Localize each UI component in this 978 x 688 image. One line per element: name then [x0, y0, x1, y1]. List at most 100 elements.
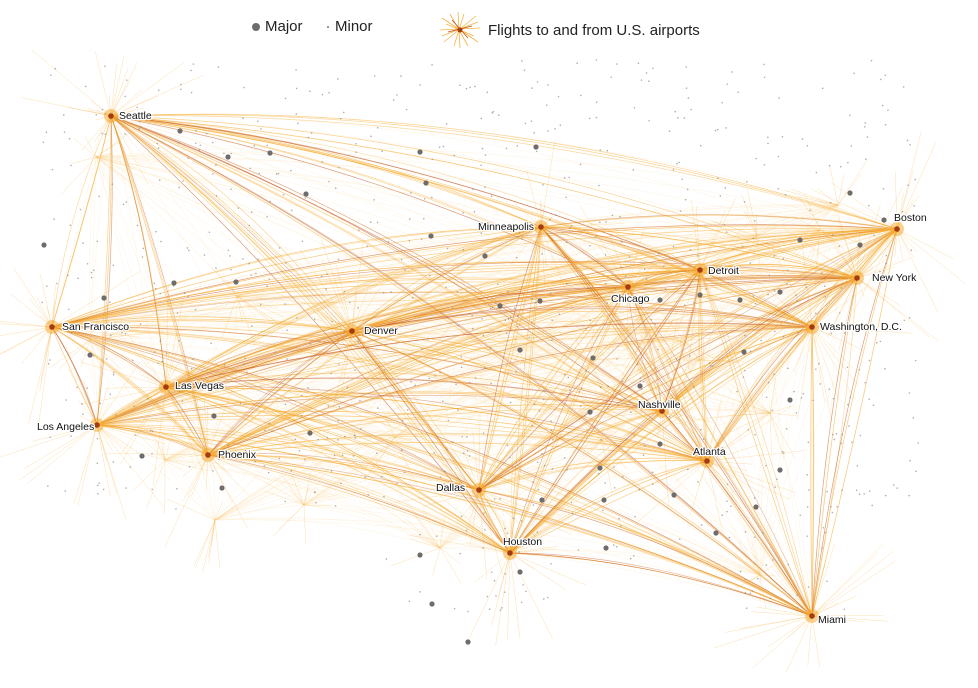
minor-airport — [357, 306, 360, 309]
minor-airport — [505, 147, 508, 150]
flight-route — [89, 339, 98, 426]
minor-airport — [645, 72, 648, 74]
flight-route — [509, 460, 708, 554]
minor-airport — [355, 151, 358, 153]
minor-airport — [445, 286, 447, 289]
flight-spoke — [679, 318, 703, 342]
minor-airport — [601, 509, 604, 511]
flight-route — [110, 115, 353, 332]
flight-route — [95, 156, 771, 414]
minor-airport — [396, 482, 399, 484]
flight-route — [89, 339, 480, 491]
minor-airport — [298, 449, 301, 452]
flight-route — [811, 277, 858, 617]
minor-airport — [654, 323, 657, 326]
flight-route — [439, 269, 701, 549]
flight-spoke — [856, 186, 903, 279]
flight-route — [95, 156, 681, 342]
flight-route — [164, 459, 761, 576]
flight-route — [649, 329, 813, 617]
flight-route — [351, 286, 629, 332]
minor-airport — [754, 302, 757, 305]
flight-route — [394, 326, 813, 438]
flight-route — [207, 359, 591, 456]
flight-route — [540, 221, 821, 231]
minor-airport — [639, 377, 642, 379]
flight-route — [509, 359, 701, 554]
minor-airport — [652, 67, 654, 70]
flight-route — [627, 286, 813, 617]
minor-airport — [868, 398, 870, 400]
hub-airport — [349, 328, 355, 334]
flight-route — [164, 204, 839, 461]
minor-airport — [377, 407, 379, 409]
flight-spoke — [649, 317, 680, 331]
minor-airport — [749, 262, 752, 264]
flight-spoke — [478, 489, 529, 554]
flight-spoke — [811, 326, 864, 351]
minor-airport — [183, 292, 186, 294]
minor-airport — [112, 264, 115, 267]
flight-spoke — [89, 339, 121, 369]
minor-airport — [180, 88, 182, 91]
minor-airport — [342, 111, 345, 114]
flight-spoke — [856, 277, 939, 342]
major-airport — [428, 233, 434, 239]
flight-route — [236, 291, 651, 331]
flight-route — [207, 454, 511, 554]
flight-spoke — [489, 349, 521, 355]
flight-spoke — [51, 284, 56, 328]
flight-spoke — [769, 378, 777, 414]
flight-route — [214, 518, 441, 549]
minor-airport — [849, 114, 851, 117]
flight-spoke — [737, 555, 761, 576]
minor-airport — [549, 292, 552, 294]
flight-spoke — [478, 489, 510, 534]
flight-spoke — [613, 392, 663, 412]
flight-spoke — [856, 258, 911, 279]
minor-airport — [493, 579, 496, 582]
minor-airport — [563, 177, 566, 179]
flight-route — [236, 295, 511, 554]
flight-route — [110, 115, 396, 438]
flight-route — [811, 228, 898, 328]
major-airport — [303, 191, 309, 197]
flight-spoke — [519, 321, 557, 351]
minor-airport — [160, 240, 162, 243]
minor-airport — [321, 93, 324, 96]
flight-route — [394, 436, 480, 491]
flight-route — [811, 228, 898, 617]
flight-spoke — [146, 459, 166, 509]
minor-airport — [830, 505, 832, 508]
minor-airport — [125, 487, 127, 489]
minor-airport — [800, 397, 803, 399]
minor-airport — [753, 536, 756, 538]
flight-spoke — [896, 228, 939, 313]
minor-airport — [777, 155, 780, 158]
flight-route — [207, 433, 708, 462]
minor-airport — [334, 187, 337, 190]
flight-spoke — [838, 277, 858, 352]
flight-spoke — [769, 412, 796, 460]
city-label: Houston — [503, 536, 542, 548]
minor-airport — [896, 487, 899, 489]
minor-airport — [295, 69, 297, 71]
flight-route — [110, 115, 209, 456]
flight-route — [89, 115, 112, 341]
minor-airport — [81, 402, 83, 405]
minor-airport — [843, 608, 846, 611]
flight-route — [214, 410, 663, 521]
flight-spoke — [122, 326, 167, 388]
flight-route — [110, 115, 209, 456]
major-airport — [697, 292, 703, 298]
flight-route — [540, 226, 591, 361]
minor-airport — [782, 452, 785, 454]
flight-route — [439, 359, 591, 549]
flight-spoke — [478, 489, 498, 538]
minor-airport — [632, 169, 635, 171]
flight-route — [757, 412, 771, 576]
flight-spoke — [769, 412, 784, 458]
flight-route — [540, 226, 629, 288]
minor-airport — [114, 414, 117, 416]
